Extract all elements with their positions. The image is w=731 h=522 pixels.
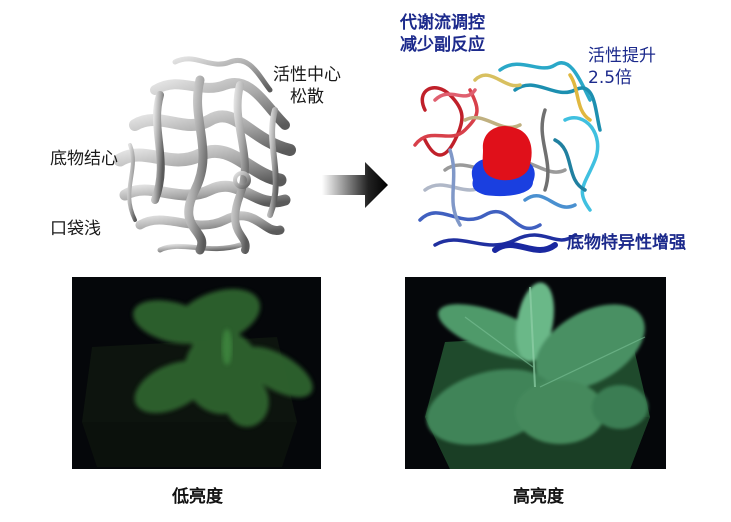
label-metabolic-line1: 代谢流调控	[400, 13, 485, 33]
grey-ribbon-protein-icon	[113, 56, 296, 255]
caption-high-brightness: 高亮度	[513, 487, 564, 507]
glowing-plant-high-icon	[425, 282, 650, 469]
label-metabolic-line2: 减少副反应	[400, 35, 485, 55]
label-substrate-specificity: 底物特异性增强	[567, 233, 686, 253]
caption-low-brightness: 低亮度	[172, 487, 223, 507]
label-active-center-loose: 活性中心 松散	[262, 64, 352, 108]
label-substrate-pocket-line1: 底物结心	[50, 149, 118, 169]
photo-low-brightness	[72, 277, 321, 469]
arrow-right-icon	[322, 162, 388, 208]
label-activity-line1: 活性提升	[588, 46, 656, 66]
protein-structure-after	[405, 50, 615, 265]
transition-arrow	[320, 160, 390, 210]
label-metabolic-flux: 代谢流调控 减少副反应	[400, 12, 485, 56]
label-substrate-pocket-line2: 口袋浅	[50, 219, 101, 239]
label-activity-line2: 2.5倍	[588, 68, 633, 88]
label-active-center-line2: 松散	[290, 87, 324, 107]
glowing-plant-low-icon	[82, 288, 313, 467]
photo-high-brightness	[405, 277, 666, 469]
protein-structure-before	[100, 50, 305, 260]
colored-ribbon-protein-icon	[413, 61, 602, 253]
label-activity-increase: 活性提升 2.5倍	[588, 45, 656, 89]
label-active-center-line1: 活性中心	[273, 65, 341, 85]
